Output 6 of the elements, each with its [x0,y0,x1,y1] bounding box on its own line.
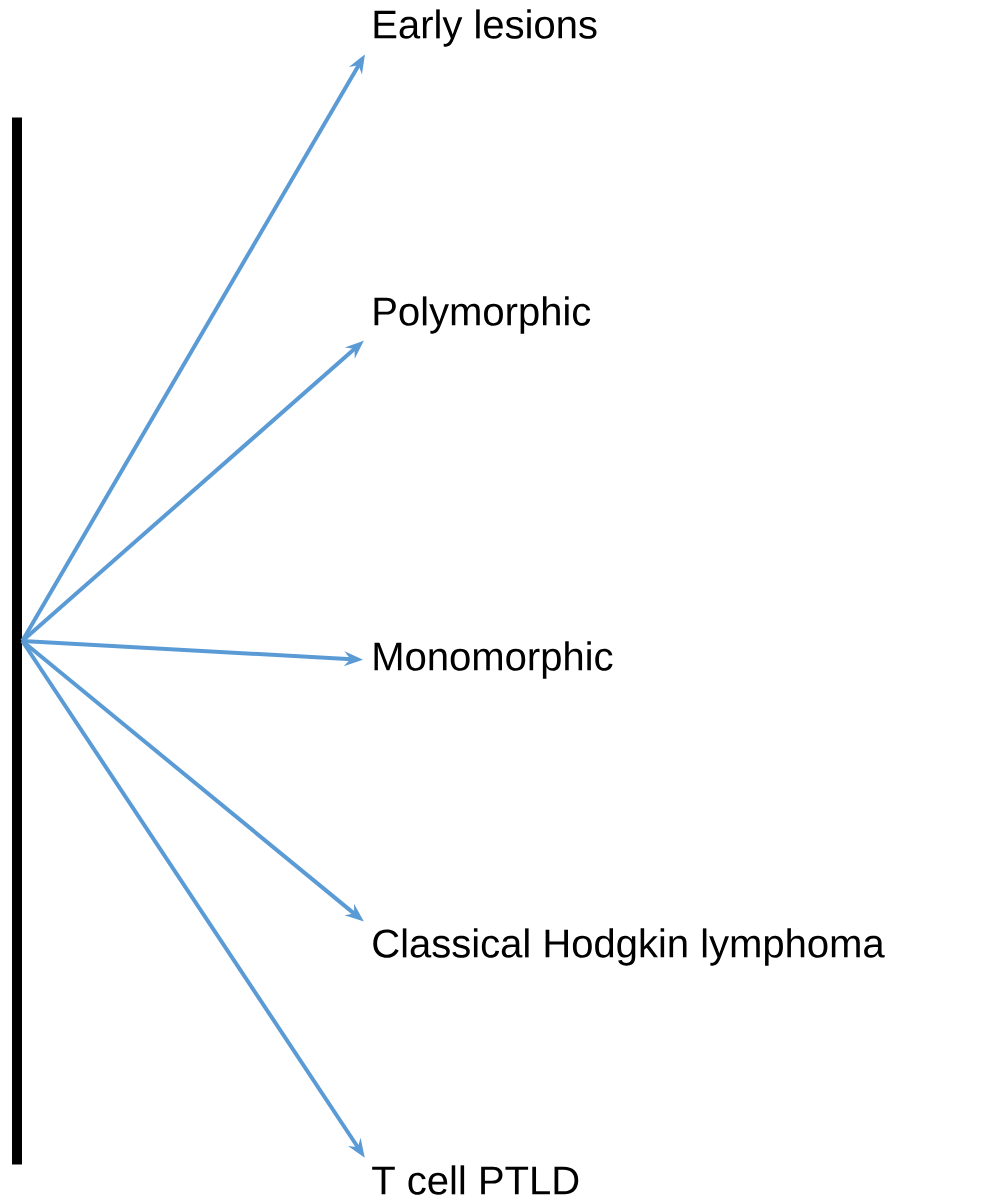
vertical-bar [12,117,22,1165]
category-label: Classical Hodgkin lymphoma [373,928,885,966]
category-label: Monomorphic [374,641,613,679]
category-label: Early lesions [374,9,597,47]
category-label: T cell PTLD [372,1165,579,1195]
category-label: Polymorphic [374,296,591,334]
